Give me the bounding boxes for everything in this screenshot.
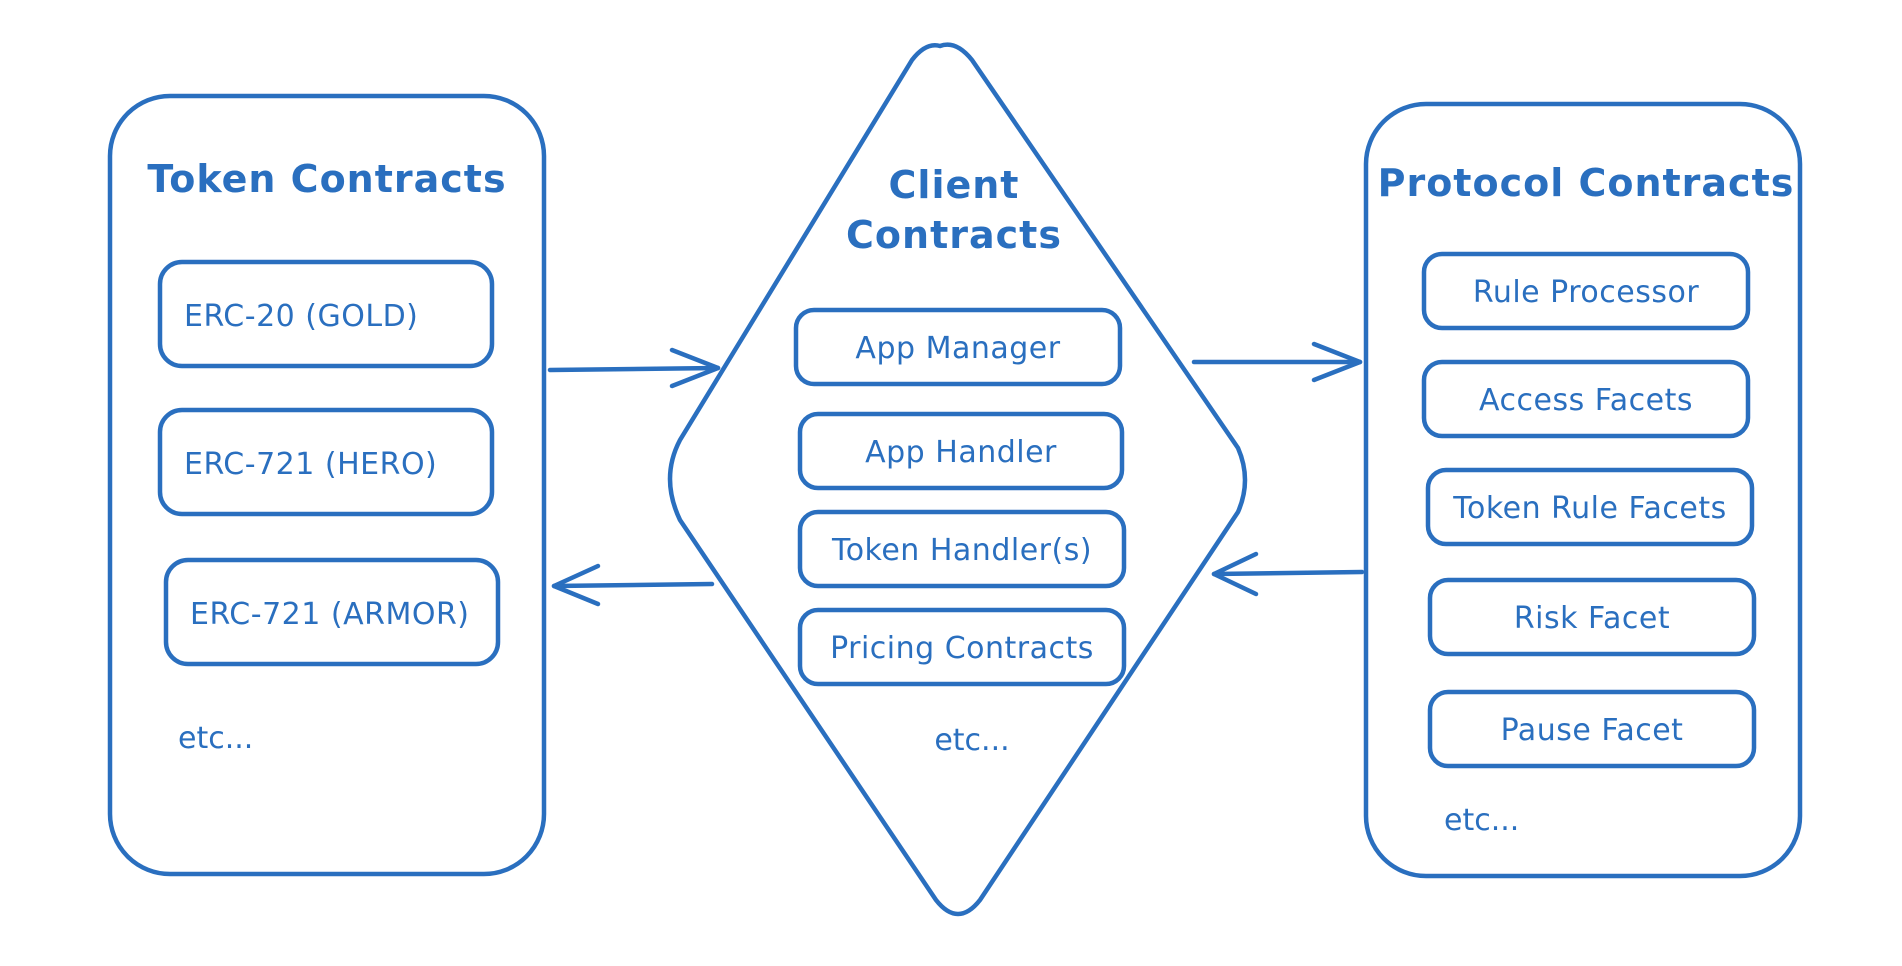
client-item-label: Token Handler(s) (831, 533, 1092, 568)
client-contracts-title-line1: Client (889, 163, 1020, 207)
arrowhead-icon (1311, 341, 1363, 383)
protocol-item-box (1425, 467, 1755, 547)
client-contracts-group: Client Contracts App Manager App Handler… (667, 42, 1248, 917)
client-etc-label: etc... (934, 723, 1009, 758)
client-item-label: App Handler (865, 435, 1057, 470)
token-item-box (163, 557, 501, 667)
client-item-label: Pricing Contracts (830, 631, 1094, 666)
protocol-item-label: Risk Facet (1514, 601, 1670, 636)
protocol-item-box (1427, 577, 1757, 657)
client-item-box (793, 307, 1123, 387)
arrow-client-to-protocol (1191, 341, 1363, 383)
protocol-contracts-title: Protocol Contracts (1378, 161, 1795, 205)
protocol-item-label: Token Rule Facets (1452, 491, 1726, 526)
client-contracts-diamond (667, 42, 1248, 917)
token-etc-label: etc... (178, 721, 253, 756)
arrowhead-icon (669, 347, 721, 389)
client-item-box (797, 411, 1125, 491)
token-contracts-title: Token Contracts (147, 157, 506, 201)
arrow-protocol-to-client (1211, 551, 1365, 597)
client-contracts-title-line2: Contracts (846, 213, 1062, 257)
protocol-item-box (1421, 251, 1751, 331)
arrowhead-icon (1211, 551, 1259, 597)
token-item-label: ERC-721 (HERO) (184, 447, 437, 482)
token-item-label: ERC-721 (ARMOR) (190, 597, 470, 632)
protocol-etc-label: etc... (1444, 803, 1519, 838)
protocol-item-box (1421, 359, 1751, 439)
client-item-label: App Manager (855, 331, 1060, 366)
token-item-box (157, 407, 495, 517)
client-item-box (797, 607, 1127, 687)
arrowhead-icon (551, 563, 601, 607)
protocol-item-box (1427, 689, 1757, 769)
protocol-item-label: Access Facets (1479, 383, 1693, 418)
protocol-item-label: Rule Processor (1473, 275, 1699, 310)
protocol-item-label: Pause Facet (1501, 713, 1684, 748)
token-item-box (157, 259, 495, 369)
client-item-box (797, 509, 1127, 589)
arrow-token-to-client (547, 347, 721, 389)
token-item-label: ERC-20 (GOLD) (184, 299, 418, 334)
protocol-contracts-group: Protocol Contracts Rule Processor Access… (1363, 101, 1803, 879)
arrow-client-to-token (551, 563, 715, 607)
token-contracts-group: Token Contracts ERC-20 (GOLD) ERC-721 (H… (107, 93, 547, 877)
